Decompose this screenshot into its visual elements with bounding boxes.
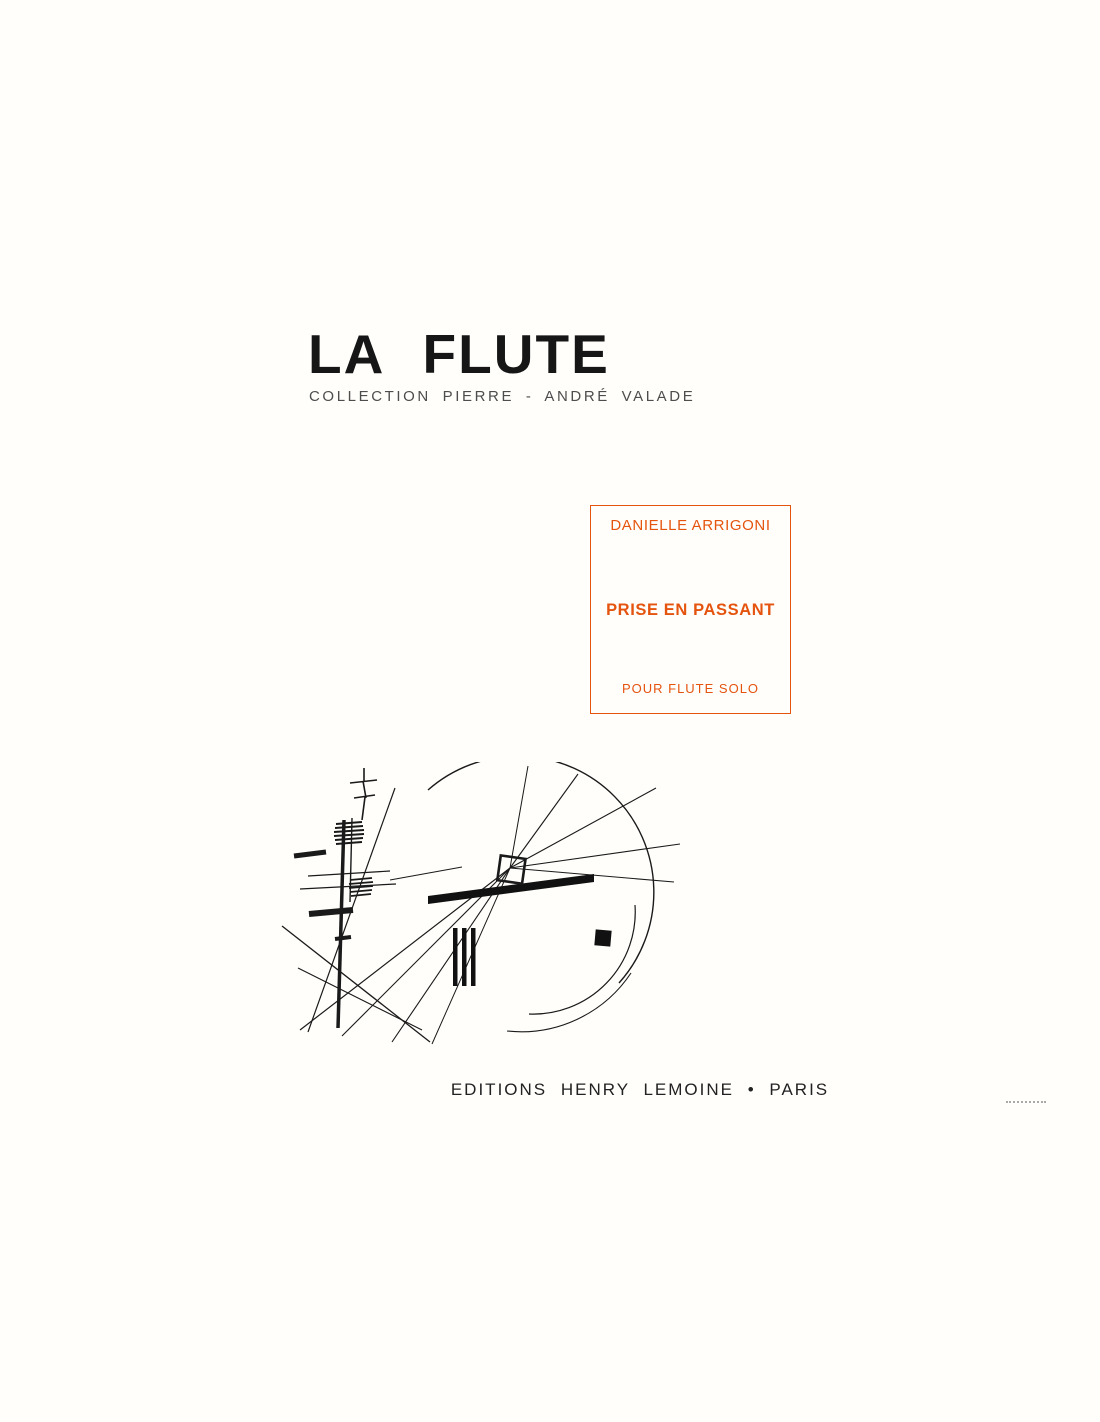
abstract-line-drawing-icon [281, 762, 681, 1045]
collection-subtitle: COLLECTION PIERRE - ANDRÉ VALADE [309, 388, 696, 405]
composer-name: DANIELLE ARRIGONI [610, 517, 771, 534]
instrumentation-label: POUR FLUTE SOLO [621, 681, 760, 696]
work-title: PRISE EN PASSANT [606, 601, 775, 619]
publisher-imprint: EDITIONS HENRY LEMOINE • PARIS [450, 1080, 830, 1099]
page-title: LA FLUTE [308, 323, 610, 385]
scan-artifact [1006, 1101, 1046, 1103]
work-info-box: DANIELLE ARRIGONI PRISE EN PASSANT POUR … [590, 505, 791, 714]
